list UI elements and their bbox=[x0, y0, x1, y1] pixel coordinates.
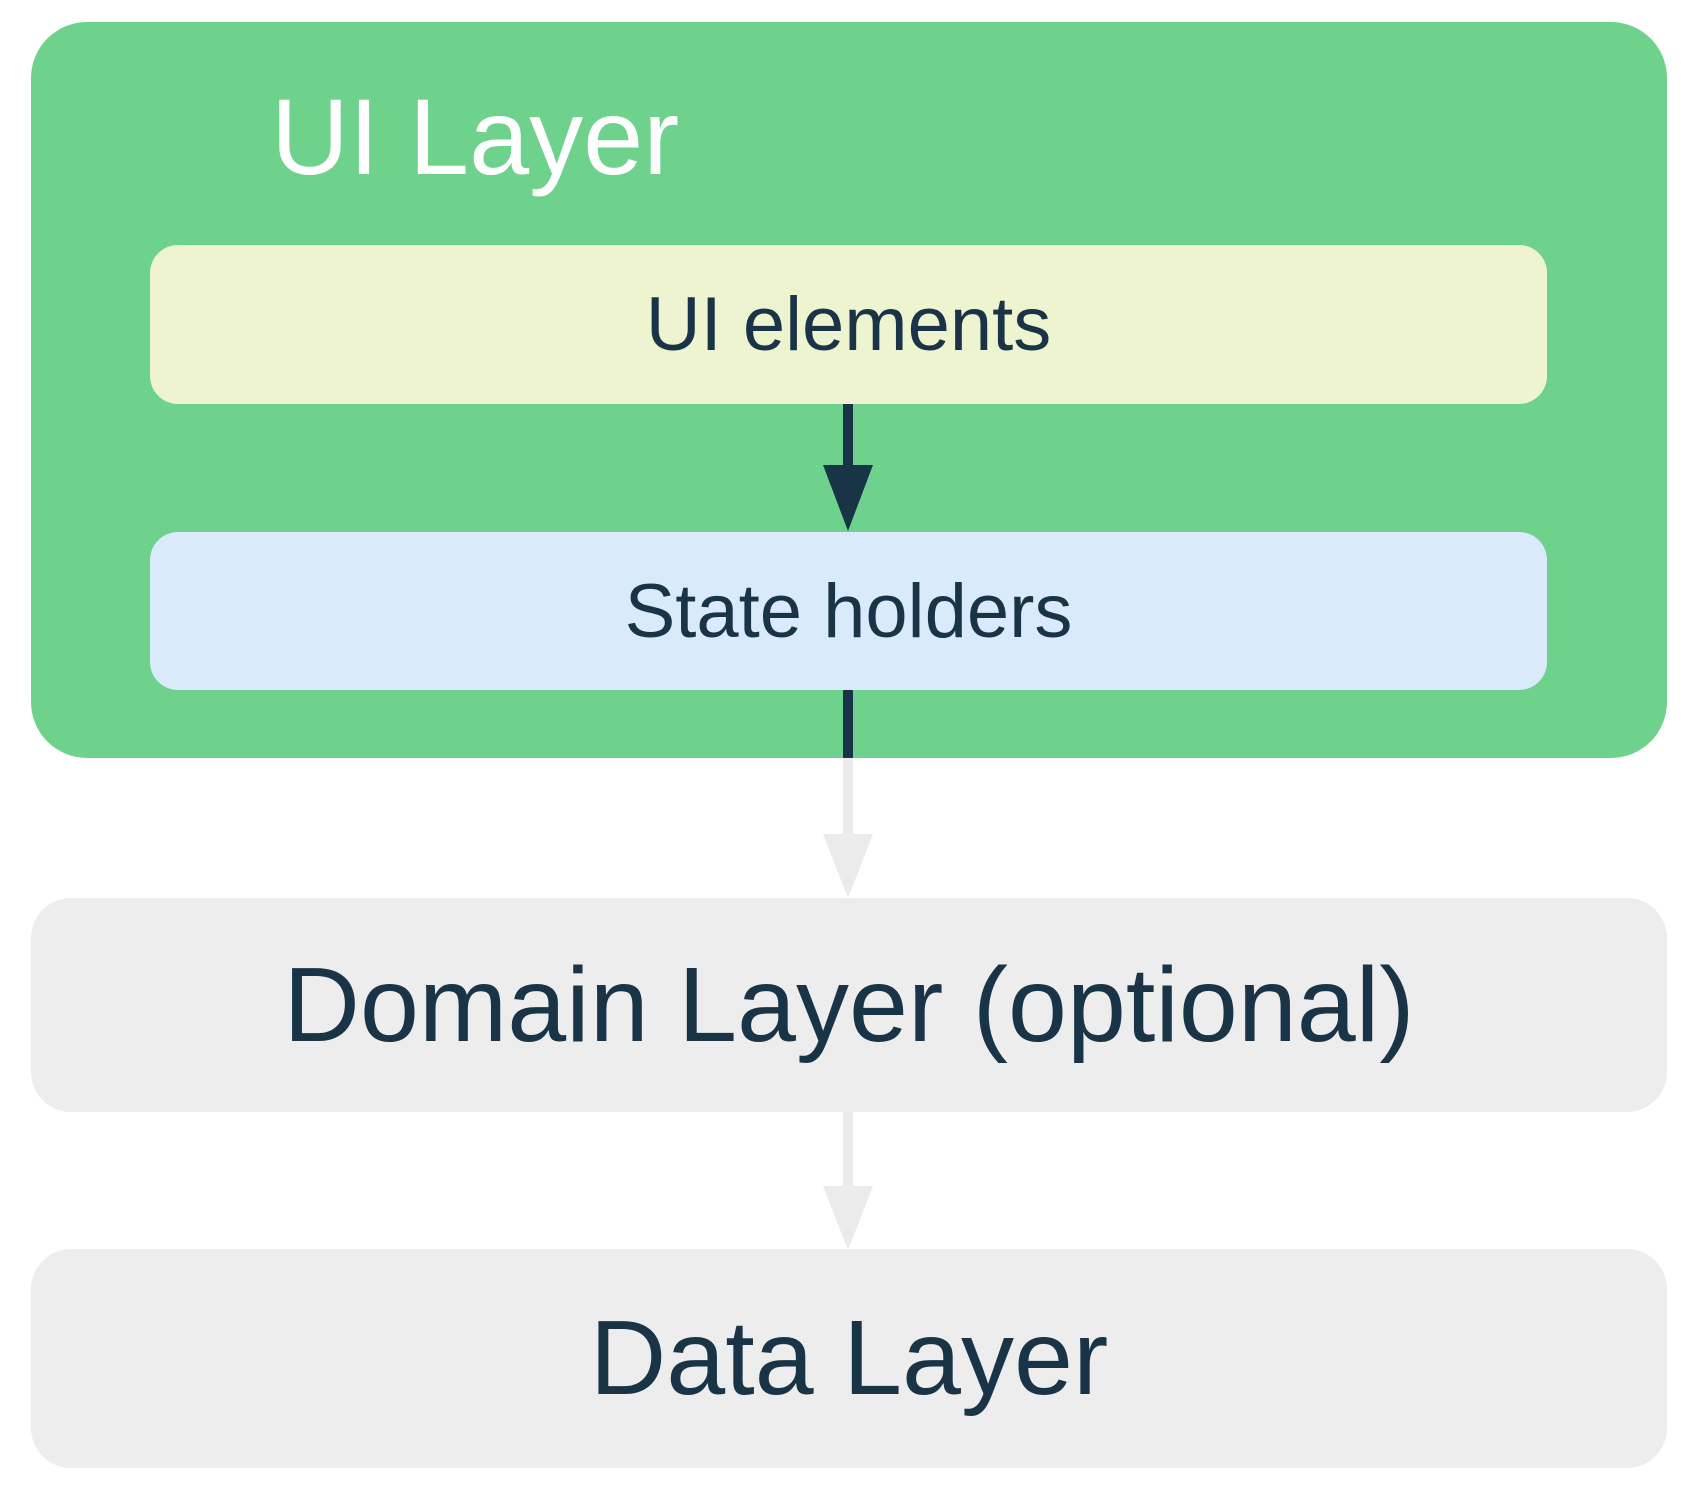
arrow-domain-to-data-stem bbox=[843, 1112, 853, 1187]
data-layer-box: Data Layer bbox=[31, 1249, 1667, 1468]
ui-layer-title: UI Layer bbox=[271, 76, 680, 197]
arrow-state-holders-to-domain-head bbox=[823, 834, 873, 898]
ui-elements-box: UI elements bbox=[150, 245, 1547, 404]
arrow-state-holders-to-domain-stem-dark bbox=[843, 690, 853, 758]
state-holders-box: State holders bbox=[150, 532, 1547, 690]
arrow-ui-elements-to-state-holders-stem bbox=[843, 404, 853, 466]
domain-layer-label: Domain Layer (optional) bbox=[283, 945, 1415, 1064]
arrow-state-holders-to-domain-stem-gray bbox=[843, 758, 853, 835]
arrow-domain-to-data-head bbox=[823, 1186, 873, 1250]
data-layer-label: Data Layer bbox=[589, 1299, 1109, 1417]
ui-elements-label: UI elements bbox=[645, 282, 1052, 367]
arrow-ui-elements-to-state-holders-head bbox=[823, 465, 873, 531]
domain-layer-box: Domain Layer (optional) bbox=[31, 898, 1667, 1112]
state-holders-label: State holders bbox=[624, 568, 1073, 654]
